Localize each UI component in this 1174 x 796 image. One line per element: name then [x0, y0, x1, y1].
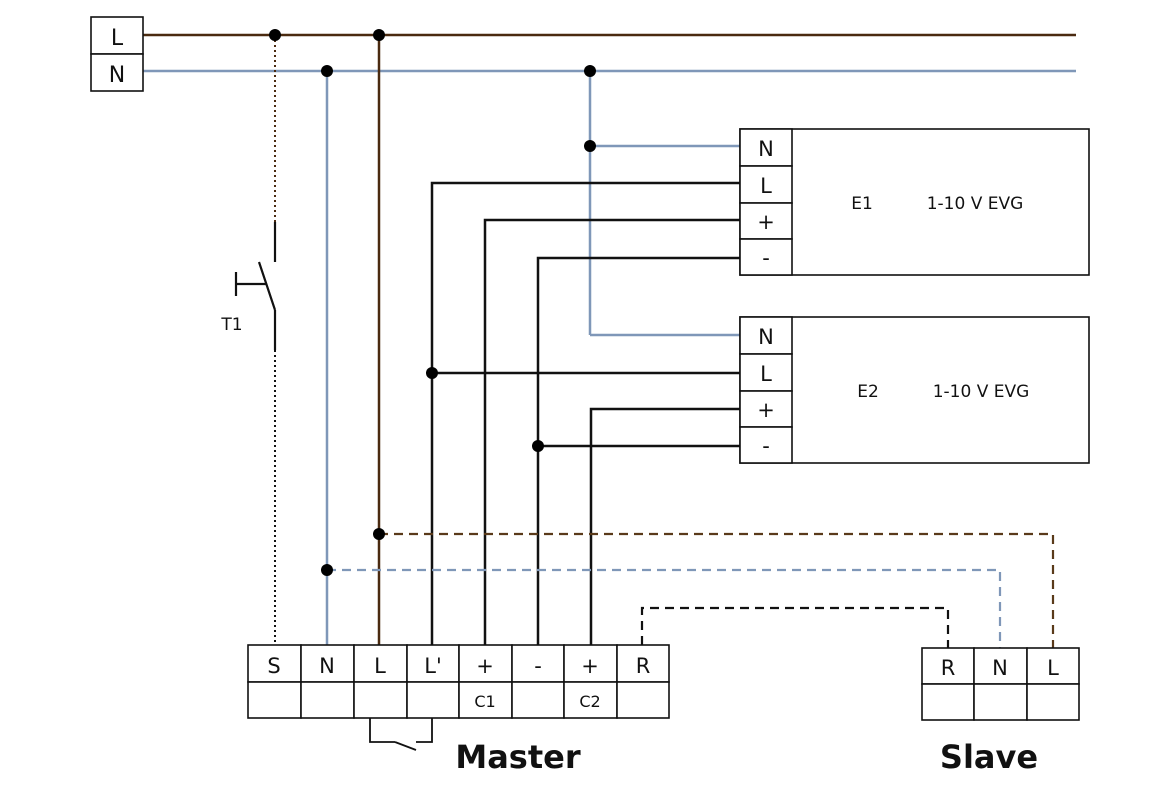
e2-terminal-minus: - — [762, 434, 770, 458]
master-terminal-l-prime: L' — [424, 654, 441, 678]
master-sub-label-c2: C2 — [579, 692, 600, 711]
minus-wire — [536, 256, 740, 645]
supply-l-label: L — [111, 26, 124, 51]
supply-n-label: N — [109, 63, 125, 88]
slave-title: Slave — [940, 738, 1038, 776]
master-terminal-minus: - — [534, 654, 542, 678]
e1-type: 1-10 V EVG — [927, 194, 1024, 214]
e1-terminal-l: L — [760, 174, 772, 198]
e2-terminal-n: N — [758, 325, 774, 349]
master-terminal-c1-plus: + — [476, 654, 494, 678]
e2-terminal-l: L — [760, 362, 772, 386]
junction-dot — [373, 528, 385, 540]
master-terminal-block: S N L L' + - + R C1 C2 — [247, 644, 670, 719]
junction-dot — [532, 440, 544, 452]
e2-name: E2 — [857, 382, 879, 402]
ballast-e2: N L + - E2 1-10 V EVG — [739, 316, 1090, 464]
junction-dot — [321, 65, 333, 77]
slave-n-dashed-wire — [327, 568, 1002, 648]
junction-dot — [584, 140, 596, 152]
master-terminal-s: S — [267, 654, 280, 678]
switch-t1-icon — [234, 222, 277, 350]
junction-dots — [269, 29, 596, 576]
junction-dot — [426, 367, 438, 379]
slave-terminal-r: R — [941, 656, 956, 680]
slave-l-dashed-wire — [379, 532, 1055, 648]
e1-terminal-plus: + — [757, 210, 775, 234]
slave-r-dashed-wire — [640, 606, 950, 648]
e1-name: E1 — [851, 194, 873, 214]
slave-terminal-n: N — [992, 656, 1008, 680]
switch-label: T1 — [220, 315, 242, 335]
ballast-e1: N L + - E1 1-10 V EVG — [739, 128, 1090, 276]
master-sub-label-c1: C1 — [474, 692, 495, 711]
master-terminal-n: N — [319, 654, 335, 678]
e2-type: 1-10 V EVG — [933, 382, 1030, 402]
junction-dot — [584, 65, 596, 77]
junction-dot — [321, 564, 333, 576]
l-prime-wire — [430, 181, 740, 645]
master-title: Master — [455, 738, 580, 776]
e1-terminal-minus: - — [762, 246, 770, 270]
supply-terminal-block: L N — [90, 16, 144, 92]
junction-dot — [269, 29, 281, 41]
e1-terminal-n: N — [758, 137, 774, 161]
c2-plus-wire — [589, 407, 740, 645]
master-terminal-r: R — [636, 654, 651, 678]
slave-terminal-l: L — [1047, 656, 1059, 680]
slave-terminal-block: R N L — [921, 647, 1080, 721]
relay-contact-icon — [369, 718, 433, 751]
e2-terminal-plus: + — [757, 398, 775, 422]
master-terminal-c2-plus: + — [581, 654, 599, 678]
master-terminal-l: L — [374, 654, 386, 678]
junction-dot — [373, 29, 385, 41]
c1-plus-wire — [483, 218, 740, 645]
